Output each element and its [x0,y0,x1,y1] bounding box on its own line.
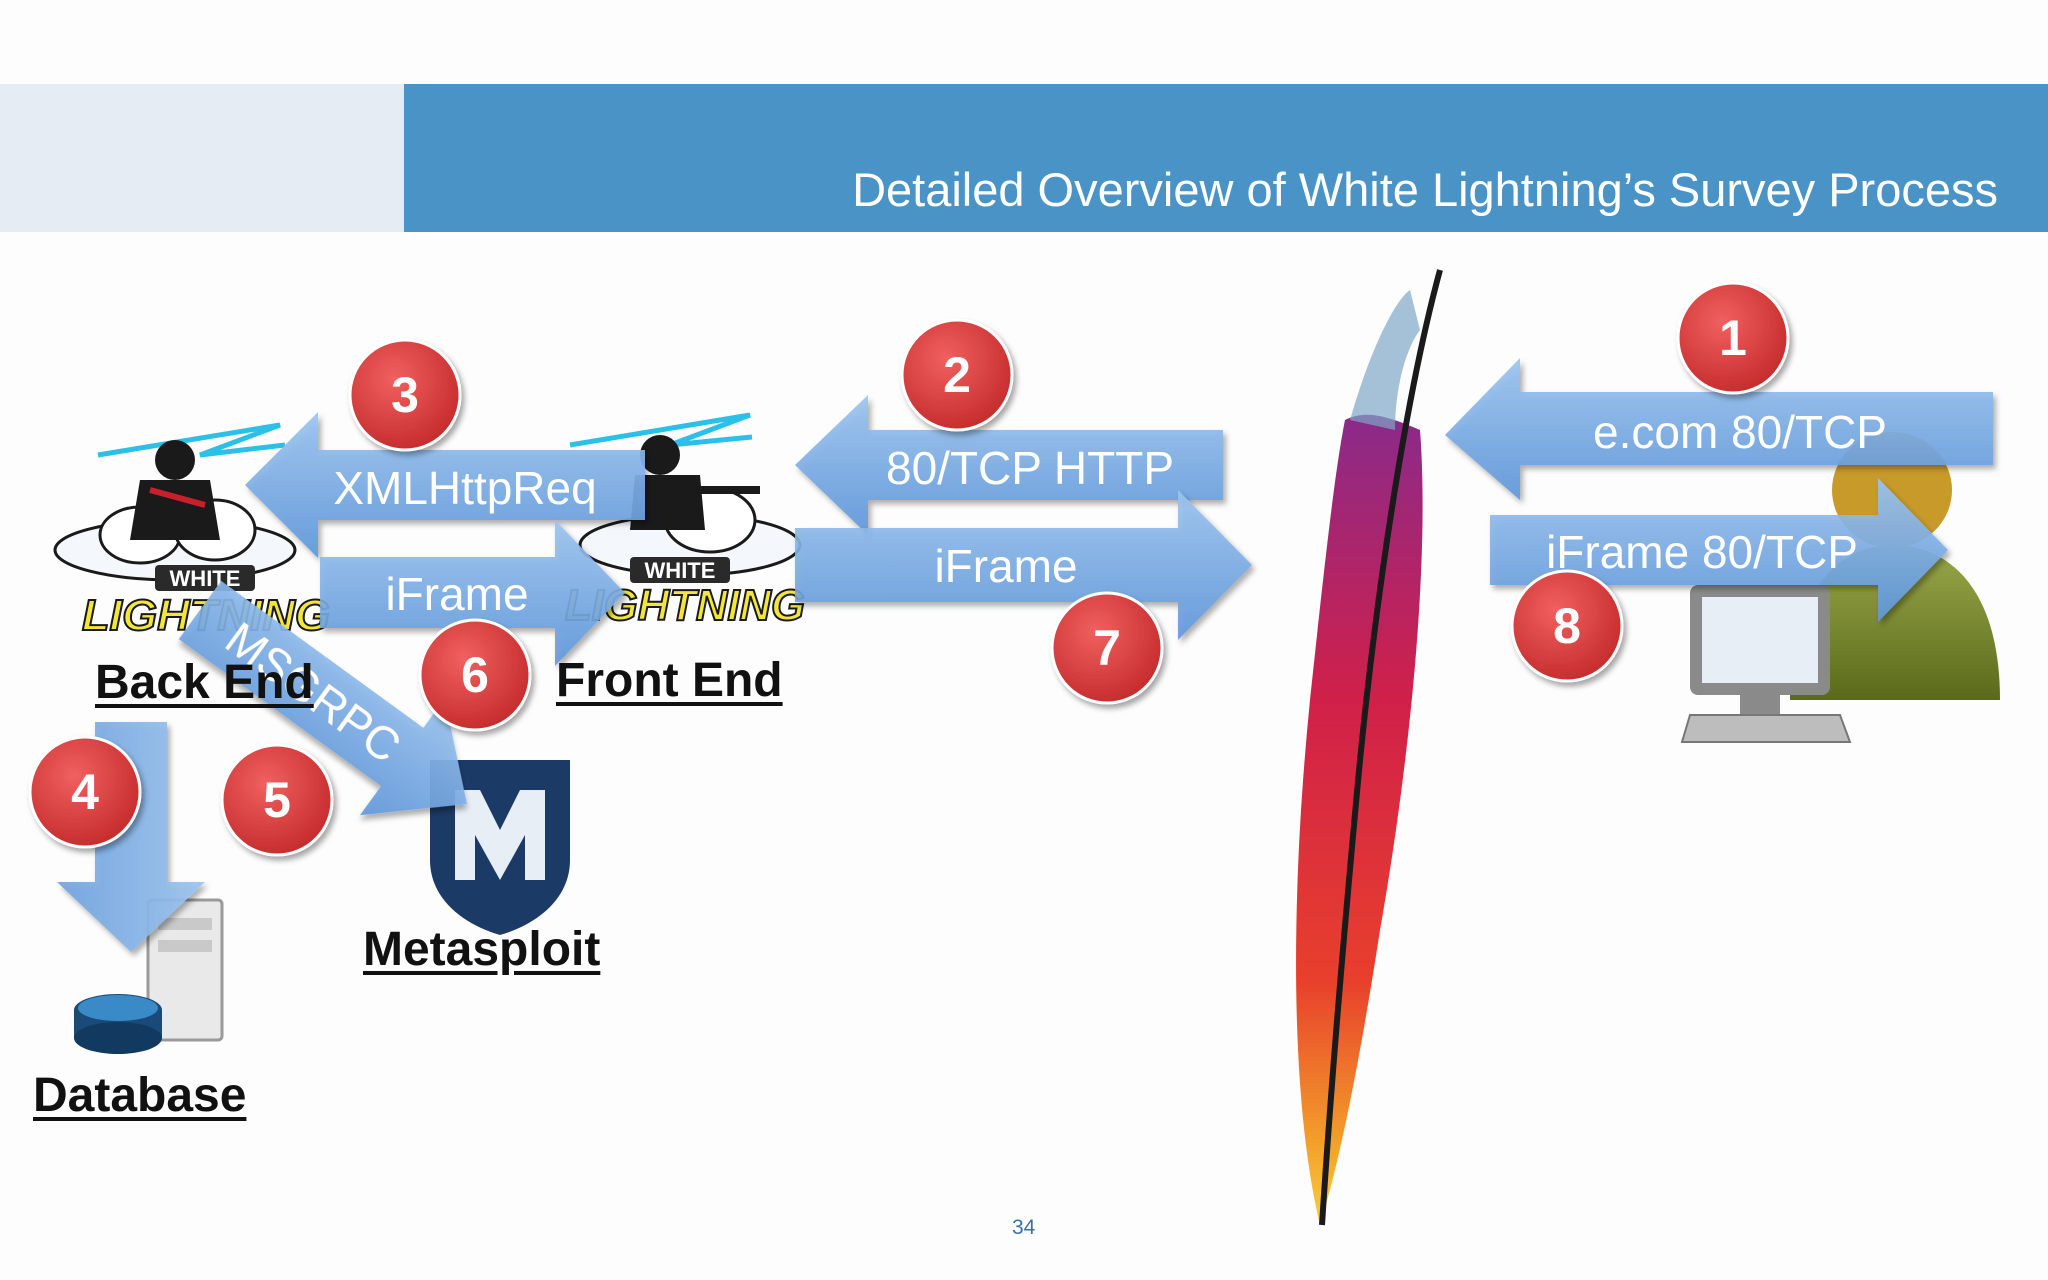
step-number: 7 [1093,620,1121,676]
arrow-step-7: iFrame [795,490,1252,640]
arrow-step-6-label: iFrame [385,568,528,620]
database-label: Database [33,1069,247,1122]
apache-feather-icon [1296,269,1443,1226]
ninja-logo-icon: WHITE LIGHTNING [564,412,806,631]
step-badge-5: 5 [220,743,334,857]
arrow-step-6: iFrame [320,520,625,666]
step-badge-6: 6 [418,618,532,732]
frontend-label: Front End [556,654,783,707]
step-number: 8 [1553,598,1581,654]
header-left-panel [0,84,404,232]
frontend-logo-top-text: WHITE [645,558,716,583]
step-badge-2: 2 [900,318,1014,432]
step-number: 6 [461,647,489,703]
step-number: 4 [71,764,99,820]
arrow-step-3: XMLHttpReq [245,412,645,558]
metasploit-label: Metasploit [363,923,601,976]
user-computer-icon [1680,432,2000,743]
page-number: 34 [1012,1216,1036,1239]
step-number: 2 [943,347,971,403]
arrow-step-7-label: iFrame [934,540,1077,592]
step-number: 1 [1719,310,1747,366]
header-bar [404,84,2048,232]
arrow-step-2: 80/TCP HTTP [795,395,1223,535]
slide-title: Detailed Overview of White Lightning’s S… [852,163,1998,216]
step-number: 5 [263,772,291,828]
arrow-step-1-label: e.com 80/TCP [1593,406,1887,458]
ninja-logo-icon: WHITE LIGHTNING [53,422,331,641]
step-badge-1: 1 [1676,281,1790,395]
arrow-step-8: iFrame 80/TCP [1490,478,1948,622]
arrow-step-2-label: 80/TCP HTTP [886,442,1174,494]
step-badge-8: 8 [1510,569,1624,683]
step-badge-4: 4 [28,735,142,849]
arrow-step-4 [57,722,205,952]
backend-label: Back End [95,656,314,709]
step-badge-3: 3 [348,338,462,452]
step-badge-7: 7 [1050,591,1164,705]
database-server-icon [74,898,224,1054]
step-number: 3 [391,367,419,423]
arrow-step-1: e.com 80/TCP [1445,358,1993,500]
arrow-step-3-label: XMLHttpReq [333,462,596,514]
arrow-step-8-label: iFrame 80/TCP [1546,526,1858,578]
